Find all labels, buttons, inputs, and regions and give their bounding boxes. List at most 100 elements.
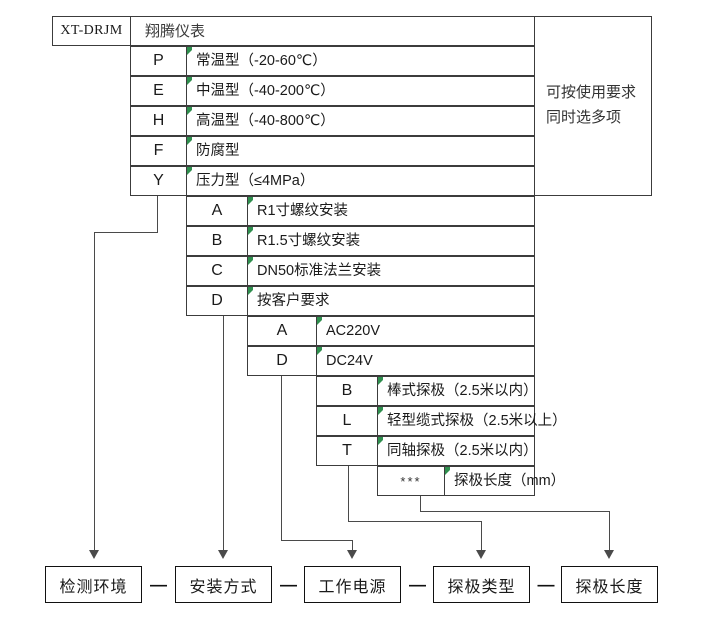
probe-desc-b: 棒式探极（2.5米以内） <box>377 376 538 406</box>
mount-desc-a-label: R1寸螺纹安装 <box>257 202 349 219</box>
output-box-probe-type-label: 探极类型 <box>447 578 516 596</box>
power-code-a-label: A <box>276 322 288 339</box>
connector-length-arrow <box>604 550 614 559</box>
mount-desc-b: R1.5寸螺纹安装 <box>247 226 535 256</box>
env-code-p: P <box>130 46 187 76</box>
env-code-h: H <box>130 106 187 136</box>
power-desc-d: DC24V <box>316 346 535 376</box>
mount-code-a-label: A <box>211 202 223 219</box>
env-code-h-label: H <box>152 112 165 129</box>
probe-code-t-label: T <box>342 442 352 459</box>
connector-env-horizontal <box>94 232 158 233</box>
power-desc-a: AC220V <box>316 316 535 346</box>
env-desc-y: 压力型（≤4MPa） <box>186 166 535 196</box>
env-code-f-label: F <box>153 142 164 159</box>
output-box-probe-type: 探极类型 <box>433 566 530 603</box>
probe-code-l: L <box>316 406 378 436</box>
env-code-p-label: P <box>153 52 164 69</box>
length-desc: 探极长度（mm） <box>444 466 565 496</box>
probe-desc-l-label: 轻型缆式探极（2.5米以上） <box>387 412 567 429</box>
output-box-power: 工作电源 <box>304 566 401 603</box>
output-box-mounting-label: 安装方式 <box>189 578 258 596</box>
connector-probe-vertical-a <box>348 466 349 521</box>
note-line-2: 同时选多项 <box>546 109 622 126</box>
separator-1: — <box>142 566 175 603</box>
output-box-mounting: 安装方式 <box>175 566 272 603</box>
env-code-f: F <box>130 136 187 166</box>
connector-mount-arrow <box>218 550 228 559</box>
connector-power-vertical-b <box>352 540 353 551</box>
env-desc-p: 常温型（-20-60℃） <box>186 46 535 76</box>
mount-desc-c: DN50标准法兰安装 <box>247 256 535 286</box>
connector-length-vertical-b <box>609 511 610 551</box>
connector-env-vertical-a <box>157 196 158 232</box>
separator-2-label: — <box>280 574 297 594</box>
power-code-d: D <box>247 346 317 376</box>
connector-length-vertical-a <box>420 496 421 511</box>
mount-code-d-label: D <box>211 292 223 309</box>
length-code-stars-label: *** <box>400 473 422 489</box>
connector-power-arrow <box>347 550 357 559</box>
output-box-probe-length-label: 探极长度 <box>575 578 644 596</box>
probe-desc-b-label: 棒式探极（2.5米以内） <box>387 382 538 399</box>
connector-mount-vertical <box>223 316 224 551</box>
brand-cell: 翔腾仪表 <box>130 16 535 46</box>
note-line-1: 可按使用要求 <box>546 84 637 102</box>
power-code-d-label: D <box>276 352 288 369</box>
env-desc-h: 高温型（-40-800℃） <box>186 106 535 136</box>
probe-code-b-label: B <box>341 382 353 399</box>
mount-desc-d-label: 按客户要求 <box>257 292 330 309</box>
model-prefix-cell: XT-DRJM <box>52 16 131 46</box>
mount-code-c: C <box>186 256 248 286</box>
mount-code-a: A <box>186 196 248 226</box>
note-cell: 可按使用要求 同时选多项 <box>534 16 652 196</box>
connector-power-horizontal <box>281 540 353 541</box>
length-desc-label: 探极长度（mm） <box>454 472 566 489</box>
probe-desc-l: 轻型缆式探极（2.5米以上） <box>377 406 567 436</box>
separator-2: — <box>272 566 305 603</box>
env-code-e-label: E <box>153 82 164 99</box>
env-desc-y-label: 压力型（≤4MPa） <box>196 172 315 189</box>
connector-probe-arrow <box>476 550 486 559</box>
probe-code-t: T <box>316 436 378 466</box>
env-code-y: Y <box>130 166 187 196</box>
power-desc-d-label: DC24V <box>326 352 373 369</box>
connector-probe-vertical-b <box>481 521 482 551</box>
model-prefix-label: XT-DRJM <box>60 23 123 38</box>
output-box-environment: 检测环境 <box>45 566 142 603</box>
connector-probe-horizontal <box>348 521 482 522</box>
separator-3: — <box>401 566 434 603</box>
mount-code-d: D <box>186 286 248 316</box>
mount-code-b: B <box>186 226 248 256</box>
env-desc-p-label: 常温型（-20-60℃） <box>196 52 327 69</box>
env-desc-h-label: 高温型（-40-800℃） <box>196 112 335 129</box>
mount-code-c-label: C <box>211 262 223 279</box>
mount-desc-d: 按客户要求 <box>247 286 535 316</box>
brand-label: 翔腾仪表 <box>145 22 206 40</box>
mount-desc-b-label: R1.5寸螺纹安装 <box>257 232 361 249</box>
mount-code-b-label: B <box>211 232 223 249</box>
env-desc-e-label: 中温型（-40-200℃） <box>196 82 335 99</box>
connector-env-arrow <box>89 550 99 559</box>
env-code-e: E <box>130 76 187 106</box>
probe-desc-t: 同轴探极（2.5米以内） <box>377 436 538 466</box>
probe-code-l-label: L <box>342 412 352 429</box>
env-desc-f-label: 防腐型 <box>196 142 240 159</box>
mount-desc-c-label: DN50标准法兰安装 <box>257 262 382 279</box>
separator-4-label: — <box>537 574 555 594</box>
connector-env-vertical-b <box>94 232 95 551</box>
env-desc-e: 中温型（-40-200℃） <box>186 76 535 106</box>
output-box-power-label: 工作电源 <box>318 578 387 596</box>
output-box-environment-label: 检测环境 <box>59 578 128 596</box>
env-code-y-label: Y <box>153 172 164 189</box>
separator-1-label: — <box>150 574 167 594</box>
length-code-stars: *** <box>377 466 445 496</box>
connector-power-vertical-a <box>281 376 282 540</box>
separator-3-label: — <box>409 574 426 594</box>
separator-4: — <box>530 566 562 603</box>
output-box-probe-length: 探极长度 <box>561 566 658 603</box>
power-code-a: A <box>247 316 317 346</box>
env-desc-f: 防腐型 <box>186 136 535 166</box>
mount-desc-a: R1寸螺纹安装 <box>247 196 535 226</box>
